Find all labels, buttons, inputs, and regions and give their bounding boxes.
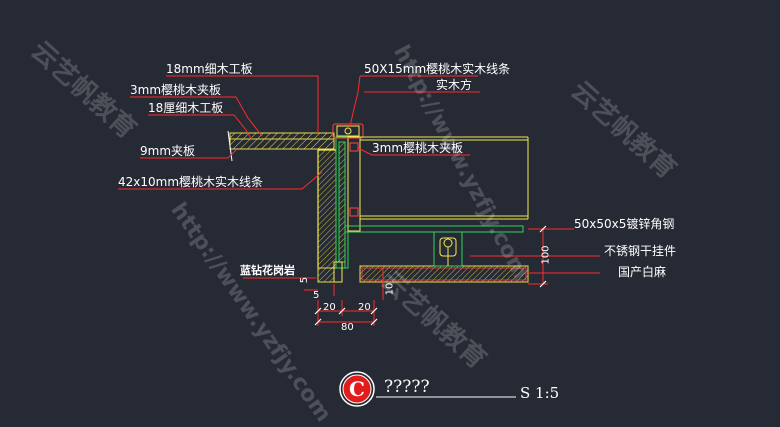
section-scale: S 1:5 (520, 384, 560, 402)
label-18li-board: 18厘细木工板 (148, 101, 224, 115)
dim-100: 100 (540, 245, 552, 265)
vertical-frame (317, 136, 361, 269)
section-mark-letter: C (349, 377, 365, 401)
label-steel-angle: 50x50x5镀锌角钢 (574, 217, 675, 231)
wood-strip-block (332, 123, 364, 139)
section-title: ????? (384, 377, 430, 397)
label-solid-wood: 实木方 (436, 78, 473, 92)
stainless-anchor (433, 231, 463, 267)
label-18mm-board: 18mm细木工板 (166, 62, 253, 76)
label-stainless-anchor: 不锈钢干挂件 (604, 244, 677, 258)
dimension-ticks (314, 225, 547, 326)
dim-20-left: 20 (323, 302, 336, 313)
label-3mm-plywood: 3mm樱桃木夹板 (130, 83, 222, 97)
section-drawing (118, 75, 600, 407)
dim-80: 80 (341, 322, 354, 333)
label-9mm-plywood: 9mm夹板 (140, 144, 196, 158)
label-wood-strip-50x15: 50X15mm樱桃木实木线条 (364, 62, 511, 76)
wood-blocks (349, 142, 359, 217)
soffit-box (360, 136, 529, 220)
dim-5-horizontal: 5 (313, 290, 320, 301)
inner-outline (317, 149, 336, 268)
label-blue-granite: 蓝钻花岗岩 (240, 264, 295, 277)
dim-10: 10 (384, 282, 396, 296)
section-title-mark (339, 371, 516, 407)
dim-5-vertical: 5 (299, 276, 311, 284)
label-wood-strip-42x10: 42x10mm樱桃木实木线条 (118, 175, 264, 189)
ceiling-board (227, 130, 335, 162)
label-white-granite: 国产白麻 (618, 265, 667, 279)
dim-20-right: 20 (358, 302, 371, 313)
label-3mm-plywood-right: 3mm樱桃木夹板 (372, 141, 464, 155)
stone-slab (317, 261, 529, 283)
